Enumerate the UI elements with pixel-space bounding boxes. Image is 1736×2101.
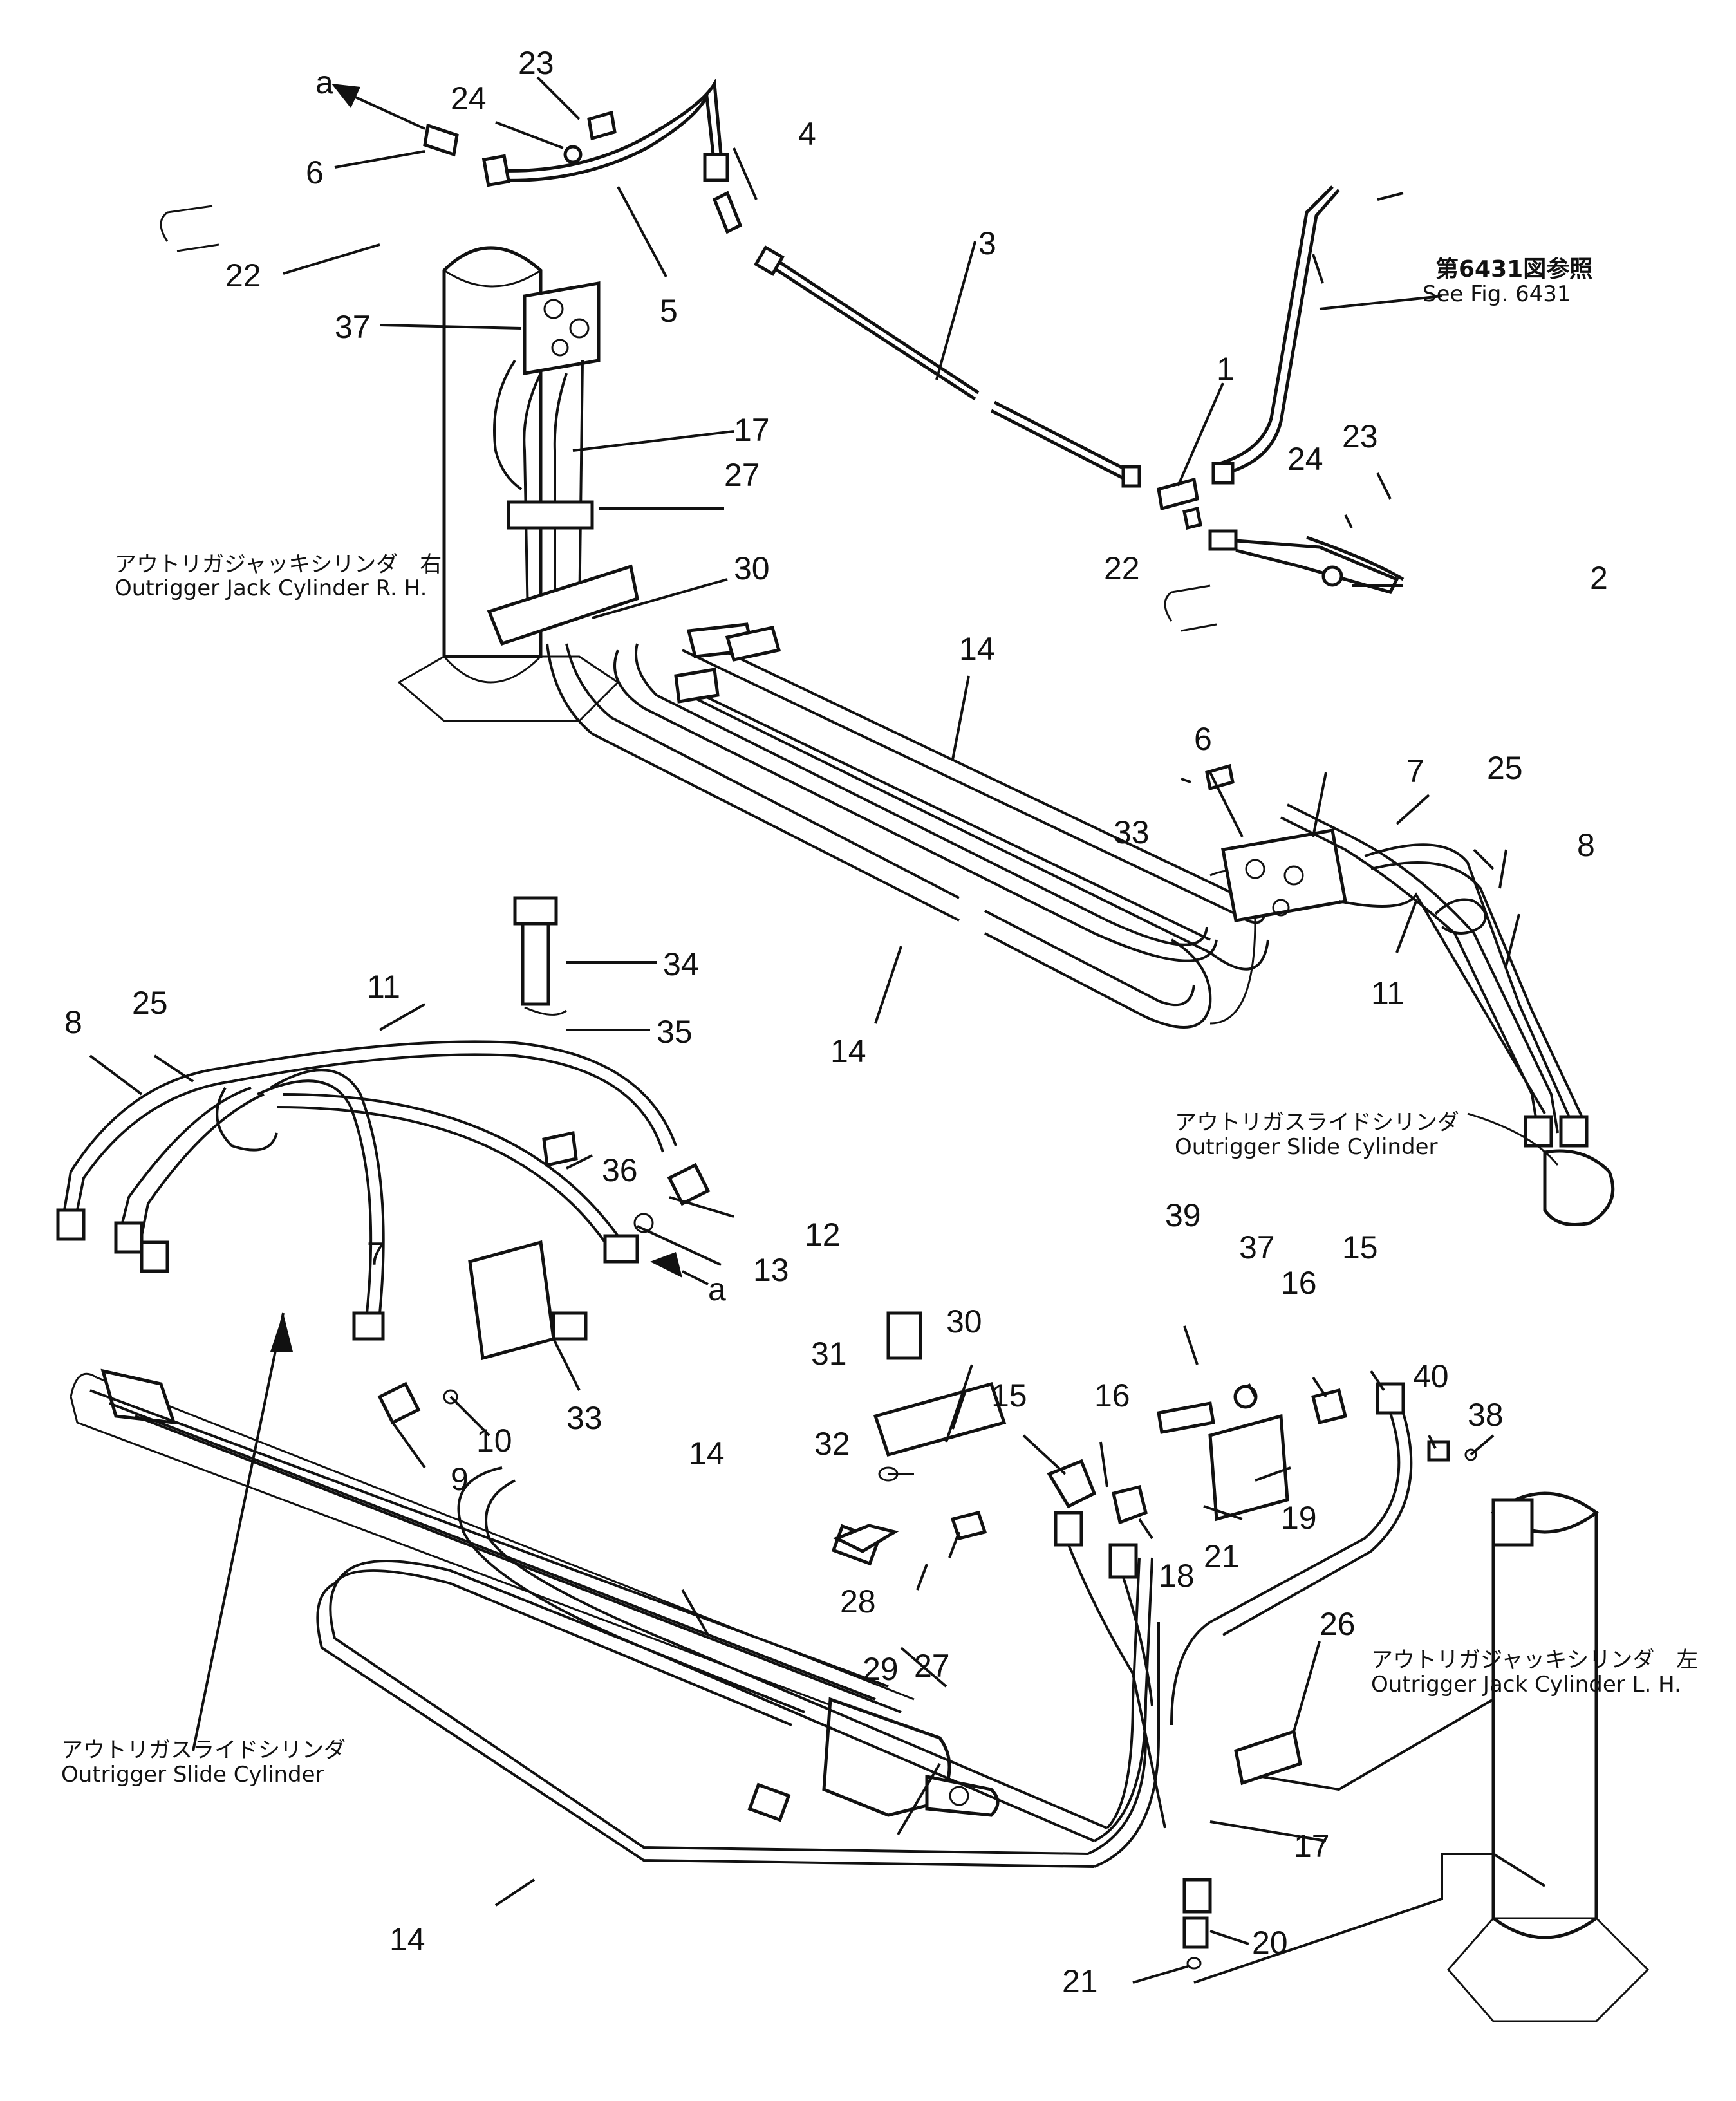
- callout-37-bottom: 37: [1239, 1229, 1275, 1265]
- jack-rh-label-jp: アウトリガジャッキシリンダ 右: [115, 552, 442, 577]
- slide-cylinder-left-drawing: [70, 1368, 1160, 1868]
- slide-left-label-jp: アウトリガスライドシリンダ: [61, 1737, 346, 1763]
- callout-39: 39: [1165, 1197, 1201, 1233]
- callout-38: 38: [1468, 1397, 1504, 1433]
- callout-5: 5: [660, 293, 678, 329]
- callout-27-bottom: 27: [914, 1648, 950, 1684]
- callout-40: 40: [1413, 1358, 1449, 1394]
- callout-15-b: 15: [1342, 1229, 1378, 1265]
- callout-13: 13: [753, 1252, 789, 1288]
- callout-10: 10: [476, 1423, 512, 1459]
- callout-16-a: 16: [1094, 1377, 1130, 1414]
- callout-1: 1: [1217, 351, 1235, 387]
- callout-a-bottom: a: [708, 1271, 726, 1307]
- callout-15-a: 15: [991, 1377, 1027, 1414]
- callout-3: 3: [978, 225, 996, 261]
- slide-right-label-jp: アウトリガスライドシリンダ: [1175, 1110, 1459, 1135]
- see-fig-label-jp: 第6431図参照: [1435, 256, 1592, 283]
- see-fig-label-en: See Fig. 6431: [1423, 281, 1571, 307]
- pipe-2-drawing: [1157, 185, 1405, 632]
- callout-23-top: 23: [518, 45, 554, 81]
- callout-18: 18: [1159, 1558, 1195, 1594]
- callout-7-left: 7: [367, 1236, 385, 1272]
- callout-20: 20: [1252, 1925, 1288, 1961]
- callout-11-right: 11: [1371, 975, 1405, 1011]
- callout-24-top: 24: [451, 80, 487, 117]
- callout-12: 12: [805, 1217, 841, 1253]
- callout-19: 19: [1281, 1500, 1317, 1536]
- callout-14-c: 14: [689, 1435, 725, 1471]
- arrow-a-bottom-head: [650, 1252, 682, 1278]
- callout-34: 34: [663, 946, 699, 982]
- callout-14-d: 14: [389, 1921, 425, 1957]
- valve-block-37-top: [487, 281, 639, 646]
- callout-6-right: 6: [1194, 721, 1212, 757]
- callout-30-bottom: 30: [946, 1303, 982, 1340]
- callout-a-top: a: [315, 64, 333, 100]
- pipe-3-drawing: [712, 191, 1141, 488]
- callout-22-top: 22: [225, 257, 261, 294]
- jack-cylinder-lh-drawing: [832, 1311, 1650, 2022]
- callout-2: 2: [1590, 560, 1608, 596]
- callout-14-b: 14: [830, 1033, 866, 1069]
- leader-lines: [89, 76, 1546, 1984]
- callout-22-right: 22: [1104, 550, 1140, 586]
- callout-31: 31: [811, 1336, 847, 1372]
- right-valve-and-hoses-drawing: [1205, 763, 1615, 1226]
- callout-27-top: 27: [724, 457, 760, 493]
- jack-lh-label-en: Outrigger Jack Cylinder L. H.: [1371, 1672, 1681, 1697]
- slide-left-label-en: Outrigger Slide Cylinder: [61, 1762, 324, 1788]
- jack-lh-label-jp: アウトリガジャッキシリンダ 左: [1371, 1647, 1698, 1673]
- callout-26: 26: [1320, 1606, 1356, 1642]
- arrow-a-top-line: [353, 95, 425, 130]
- callout-28: 28: [840, 1583, 876, 1620]
- callout-11-left: 11: [367, 969, 400, 1005]
- callout-14-a: 14: [959, 631, 995, 667]
- callout-30-top: 30: [734, 550, 770, 586]
- callout-7-right: 7: [1406, 753, 1424, 789]
- pipe-5-drawing: [160, 78, 729, 252]
- callout-4: 4: [798, 116, 816, 152]
- hoses-14-upper-drawing: [546, 622, 1269, 1029]
- callout-9: 9: [451, 1461, 469, 1497]
- callout-8-right: 8: [1577, 827, 1595, 863]
- left-valve-and-hoses-drawing: [56, 896, 711, 1425]
- callout-29: 29: [863, 1651, 899, 1687]
- callout-35: 35: [657, 1014, 693, 1050]
- callout-25-right: 25: [1487, 750, 1523, 786]
- callout-21-a: 21: [1204, 1538, 1240, 1574]
- callout-17-bottom: 17: [1294, 1828, 1330, 1864]
- callout-36: 36: [602, 1152, 638, 1188]
- callout-6-top: 6: [306, 154, 324, 191]
- callout-24-right: 24: [1287, 441, 1323, 477]
- callout-25-left: 25: [132, 985, 168, 1021]
- jack-cylinder-rh-drawing: [397, 246, 620, 722]
- arrow-a-top-head: [331, 84, 360, 108]
- slide-right-label-en: Outrigger Slide Cylinder: [1175, 1134, 1438, 1160]
- callout-17-top: 17: [734, 412, 770, 448]
- callout-33-right: 33: [1114, 814, 1150, 850]
- callout-23-right: 23: [1342, 418, 1378, 454]
- callout-16-b: 16: [1281, 1265, 1317, 1301]
- callout-32: 32: [814, 1426, 850, 1462]
- callout-33-left: 33: [566, 1400, 602, 1436]
- callout-8-left: 8: [64, 1004, 82, 1040]
- callout-21-b: 21: [1062, 1963, 1098, 1999]
- callout-37-top: 37: [335, 309, 371, 345]
- jack-rh-label-en: Outrigger Jack Cylinder R. H.: [115, 575, 427, 601]
